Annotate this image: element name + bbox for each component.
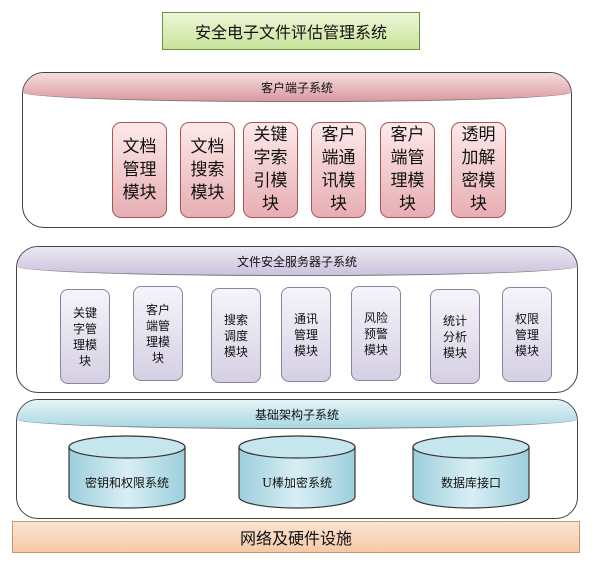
database-cylinder-icon	[68, 435, 186, 509]
client-module-client-communication: 客户 端通 讯模 块	[311, 122, 366, 218]
database-interface-database: 数据库接口	[412, 435, 530, 511]
client-module-keyword-index: 关键 字索 引模 块	[243, 122, 298, 218]
server-module-search-scheduling: 搜索 调度 模块	[211, 288, 261, 383]
server-module-risk-warning: 风险 预警 模块	[351, 286, 401, 381]
server-module-communication-management: 通讯 管理 模块	[281, 287, 331, 382]
key-permission-system-label: 密钥和权限系统	[84, 476, 169, 490]
client-module-document-management: 文档 管理 模块	[112, 122, 167, 218]
client-subsystem-panel: 客户端子系统 文档 管理 模块 文档 搜索 模块 关键 字索 引模 块 客户 端…	[22, 72, 572, 228]
server-module-permission-management: 权限 管理 模块	[502, 287, 552, 382]
database-cylinder-icon	[412, 435, 530, 509]
usb-encryption-system-database: U棒加密系统	[238, 435, 356, 511]
key-permission-system-database: 密钥和权限系统	[68, 435, 186, 511]
database-interface-label: 数据库接口	[440, 476, 501, 490]
usb-encryption-system-label: U棒加密系统	[261, 476, 333, 490]
system-title: 安全电子文件评估管理系统	[162, 12, 420, 50]
server-subsystem-panel: 文件安全服务器子系统 关键 字管 理模 块 客户 端管 理模 块 搜索 调度 模…	[16, 246, 578, 393]
server-module-client-management: 客户 端管 理模 块	[133, 286, 183, 381]
client-subsystem-header: 客户端子系统	[23, 73, 571, 102]
client-module-client-management: 客户 端管 理模 块	[380, 122, 435, 218]
server-module-keyword-management: 关键 字管 理模 块	[60, 289, 110, 384]
server-subsystem-header: 文件安全服务器子系统	[17, 247, 577, 276]
server-module-statistical-analysis: 统计 分析 模块	[430, 289, 480, 384]
infrastructure-subsystem-header: 基础架构子系统	[17, 400, 577, 429]
infrastructure-subsystem-panel: 基础架构子系统 密钥和权限系统 U棒加密系统 数据库接口	[16, 399, 578, 519]
client-module-transparent-encryption: 透明 加解 密模 块	[451, 122, 506, 218]
client-module-document-search: 文档 搜索 模块	[180, 122, 235, 218]
network-hardware-layer: 网络及硬件设施	[12, 521, 580, 553]
database-cylinder-icon	[238, 435, 356, 509]
